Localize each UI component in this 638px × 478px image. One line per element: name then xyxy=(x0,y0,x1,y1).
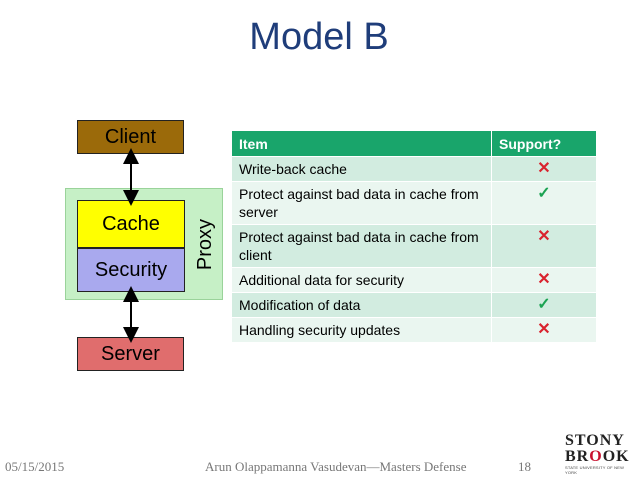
table-row: Handling security updates ✕ xyxy=(232,317,597,342)
cross-icon: ✕ xyxy=(491,267,597,293)
table-row: Additional data for security ✕ xyxy=(232,267,597,293)
table-header-row: Item Support? xyxy=(232,131,597,157)
logo-emblem: O xyxy=(589,448,603,465)
table-row: Protect against bad data in cache from c… xyxy=(232,224,597,268)
logo-text-part: OK xyxy=(602,448,630,465)
table-row: Protect against bad data in cache from s… xyxy=(232,181,597,225)
header-item: Item xyxy=(232,131,492,157)
table-row: Write-back cache ✕ xyxy=(232,156,597,182)
page-number: 18 xyxy=(518,459,531,474)
item-cell: Protect against bad data in cache from c… xyxy=(232,224,492,268)
logo-line-1: STONY xyxy=(565,432,625,449)
cross-icon: ✕ xyxy=(491,317,597,342)
item-cell: Modification of data xyxy=(232,292,492,318)
check-icon: ✓ xyxy=(491,292,597,318)
footer-presenter: Arun Olappamanna Vasudevan—Masters Defen… xyxy=(205,459,467,474)
support-table: Item Support? Write-back cache ✕ Protect… xyxy=(232,131,597,342)
cross-icon: ✕ xyxy=(491,156,597,182)
cross-icon: ✕ xyxy=(491,224,597,268)
item-cell: Handling security updates xyxy=(232,317,492,342)
slide-title: Model B xyxy=(249,16,389,58)
logo-line-2: BROOK xyxy=(565,449,635,465)
item-cell: Write-back cache xyxy=(232,156,492,182)
logo-text-part: BR xyxy=(565,448,590,465)
item-cell: Protect against bad data in cache from s… xyxy=(232,181,492,225)
item-cell: Additional data for security xyxy=(232,267,492,293)
footer-date: 05/15/2015 xyxy=(5,459,65,474)
security-box: Security xyxy=(77,248,185,292)
check-icon: ✓ xyxy=(491,181,597,225)
table-row: Modification of data ✓ xyxy=(232,292,597,318)
logo-tagline: STATE UNIVERSITY OF NEW YORK xyxy=(565,465,625,475)
university-logo: STONY BROOK STATE UNIVERSITY OF NEW YORK xyxy=(565,432,635,476)
header-support: Support? xyxy=(491,131,597,157)
